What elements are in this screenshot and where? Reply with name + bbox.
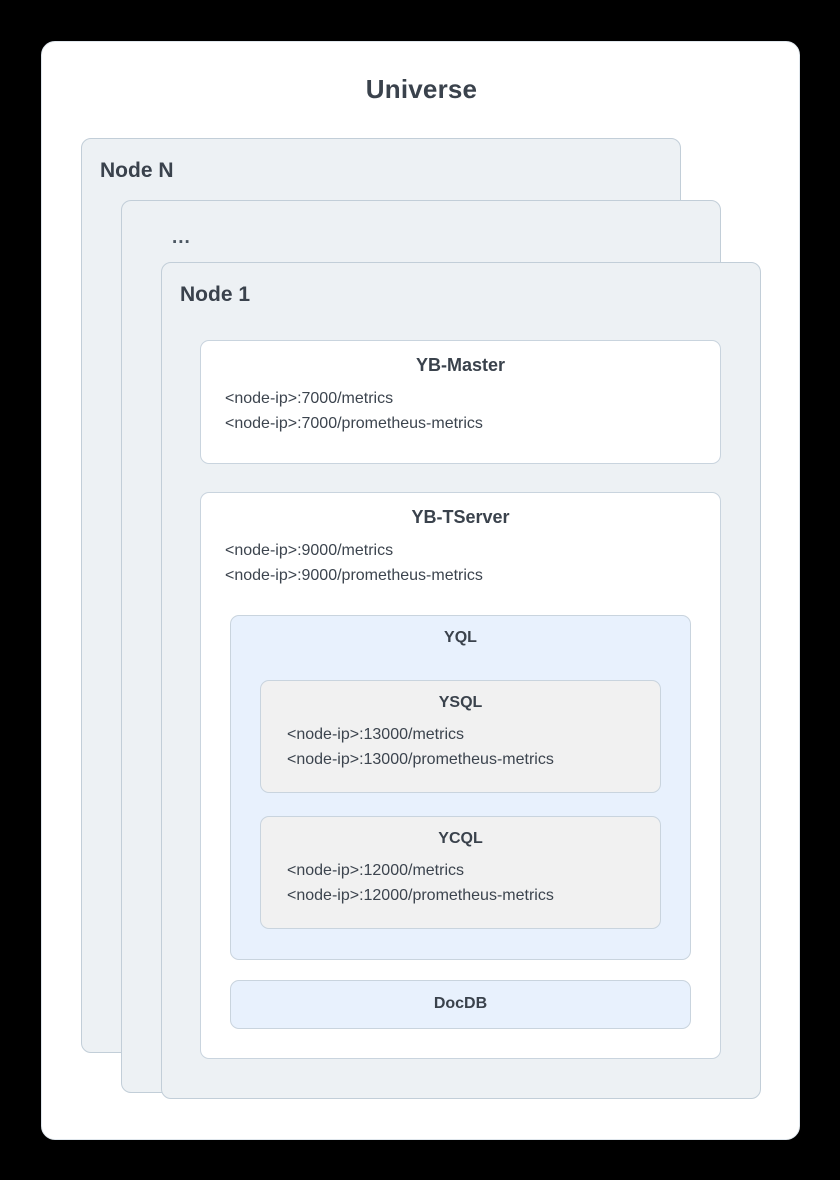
ysql-endpoints: <node-ip>:13000/metrics <node-ip>:13000/… bbox=[261, 712, 660, 772]
ysql-title: YSQL bbox=[438, 694, 483, 711]
ellipsis-label: ... bbox=[172, 227, 191, 248]
ysql-endpoint-prometheus: <node-ip>:13000/prometheus-metrics bbox=[287, 751, 554, 768]
yql-title: YQL bbox=[444, 629, 477, 646]
ycql-endpoint-prometheus: <node-ip>:12000/prometheus-metrics bbox=[287, 887, 554, 904]
page-title: Universe bbox=[365, 74, 478, 104]
yb-tserver-endpoint-prometheus: <node-ip>:9000/prometheus-metrics bbox=[225, 567, 483, 584]
node-card-1-label: Node 1 bbox=[180, 283, 251, 306]
yb-tserver-endpoints: <node-ip>:9000/metrics <node-ip>:9000/pr… bbox=[201, 528, 720, 588]
ysql-box[interactable]: YSQL <node-ip>:13000/metrics <node-ip>:1… bbox=[260, 680, 661, 793]
node-card-n-label: Node N bbox=[100, 159, 174, 182]
ysql-endpoint-metrics: <node-ip>:13000/metrics bbox=[287, 726, 464, 743]
yb-master-endpoint-prometheus: <node-ip>:7000/prometheus-metrics bbox=[225, 415, 483, 432]
yb-master-endpoints: <node-ip>:7000/metrics <node-ip>:7000/pr… bbox=[201, 376, 720, 436]
yb-master-title: YB-Master bbox=[415, 355, 506, 375]
yb-master-endpoint-metrics: <node-ip>:7000/metrics bbox=[225, 390, 394, 407]
docdb-title: DocDB bbox=[433, 995, 488, 1012]
ycql-endpoint-metrics: <node-ip>:12000/metrics bbox=[287, 862, 464, 879]
ycql-box[interactable]: YCQL <node-ip>:12000/metrics <node-ip>:1… bbox=[260, 816, 661, 929]
yb-tserver-endpoint-metrics: <node-ip>:9000/metrics bbox=[225, 542, 394, 559]
yb-tserver-title: YB-TServer bbox=[411, 507, 510, 527]
yb-master-box[interactable]: YB-Master <node-ip>:7000/metrics <node-i… bbox=[200, 340, 721, 464]
ycql-title: YCQL bbox=[438, 830, 483, 847]
docdb-box[interactable]: DocDB bbox=[230, 980, 691, 1029]
ycql-endpoints: <node-ip>:12000/metrics <node-ip>:12000/… bbox=[261, 848, 660, 908]
